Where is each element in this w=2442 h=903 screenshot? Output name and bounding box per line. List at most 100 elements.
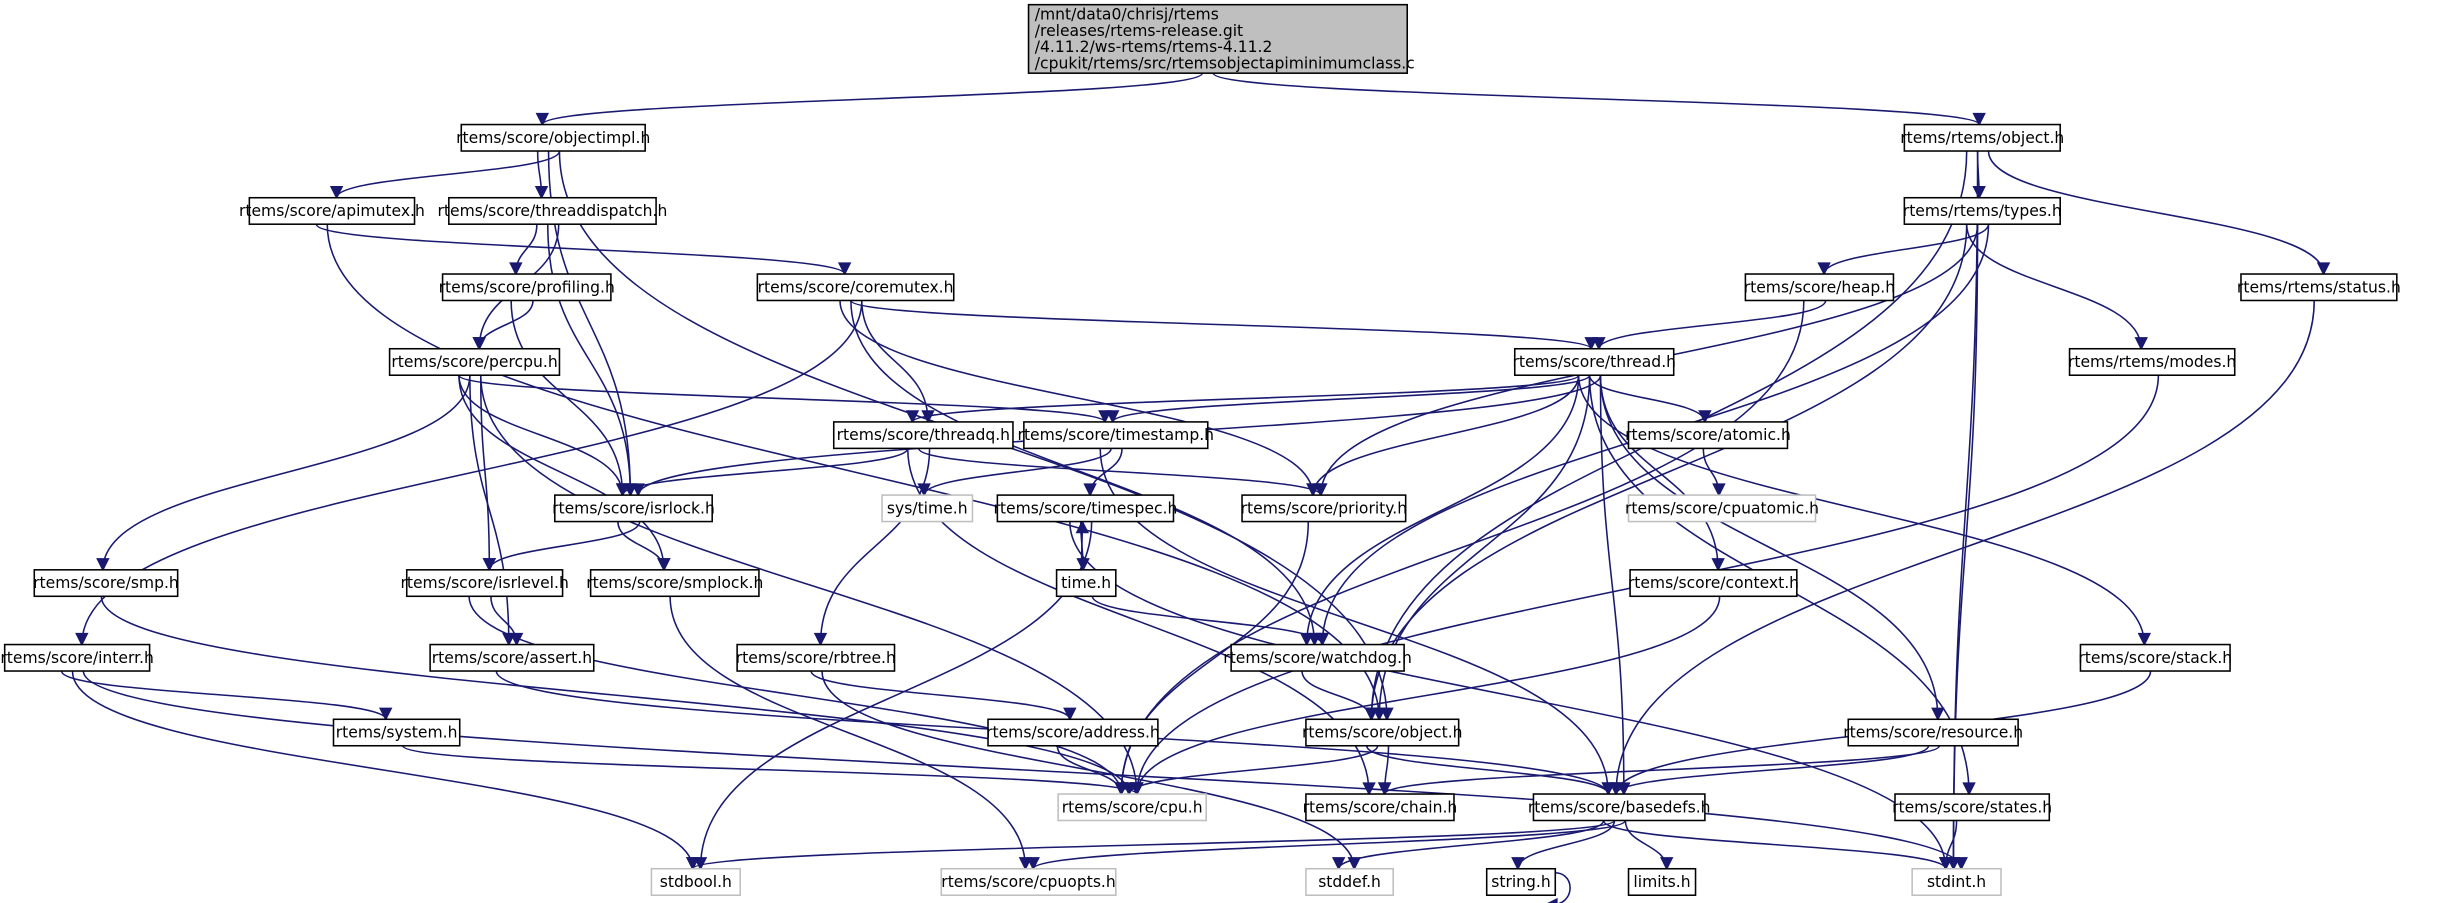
root-source-file-node[interactable]: /mnt/data0/chrisj/rtems/releases/rtems-r… — [1027, 3, 1415, 74]
arrowhead-icon — [1114, 782, 1128, 796]
arrowhead-icon — [329, 186, 344, 200]
node-box — [460, 123, 646, 152]
arrowhead-icon — [1962, 782, 1976, 796]
edge-timestamp-to-timespec — [1083, 448, 1123, 497]
node-box — [1903, 123, 2061, 152]
node-label: rtems/score/object.h — [1302, 724, 1462, 742]
edge-percpu-to-smp — [96, 375, 471, 572]
node-states[interactable]: rtems/score/states.h — [1892, 793, 2052, 822]
edge-resource-to-chain — [1377, 745, 1941, 796]
node-label: rtems/score/apimutex.h — [239, 202, 425, 220]
edge-thread-to-timestamp — [1105, 374, 1591, 424]
node-timestamp[interactable]: rtems/score/timestamp.h — [1018, 421, 1215, 450]
node-rbtree[interactable]: rtems/score/rbtree.h — [736, 643, 896, 672]
node-timespec[interactable]: rtems/score/timespec.h — [994, 494, 1178, 523]
node-threadq[interactable]: rtems/score/threadq.h — [832, 421, 1014, 450]
node-label: rtems/score/percpu.h — [391, 353, 557, 371]
node-limits[interactable]: limits.h — [1627, 867, 1697, 896]
node-stdbool[interactable]: stdbool.h — [650, 867, 742, 896]
edge-objectimpl-to-apimutex — [329, 150, 561, 200]
arrowhead-icon — [1083, 483, 1097, 497]
edge-root-to-rtobject — [1212, 72, 1986, 127]
node-objectimpl[interactable]: rtems/score/objectimpl.h — [456, 123, 650, 152]
node-stdint[interactable]: stdint.h — [1911, 867, 2002, 896]
node-stack[interactable]: rtems/score/stack.h — [2078, 643, 2232, 672]
arrowhead-icon — [1698, 410, 1712, 424]
node-chain[interactable]: rtems/score/chain.h — [1303, 793, 1458, 822]
node-smplock[interactable]: rtems/score/smplock.h — [586, 569, 763, 598]
node-time[interactable]: time.h — [1055, 569, 1117, 598]
node-label: stddef.h — [1318, 873, 1381, 891]
edge-line — [1032, 819, 1627, 870]
node-context[interactable]: rtems/score/context.h — [1628, 569, 1799, 598]
edges-layer — [60, 72, 2331, 903]
edge-heap-to-cpu — [1114, 300, 1805, 796]
edge-line — [1365, 745, 1610, 795]
arrowhead-icon — [905, 410, 920, 424]
node-coremutex[interactable]: rtems/score/coremutex.h — [756, 273, 955, 302]
node-types[interactable]: rtems/rtems/types.h — [1903, 196, 2062, 225]
arrowhead-icon — [837, 262, 852, 276]
node-label: rtems/score/cpuatomic.h — [1625, 499, 1819, 517]
node-label: rtems/score/smp.h — [33, 574, 179, 592]
node-cpuatomic[interactable]: rtems/score/cpuatomic.h — [1625, 494, 1819, 523]
edge-line — [810, 670, 1071, 720]
arrowhead-icon — [2134, 337, 2148, 351]
arrowhead-icon — [1584, 337, 1598, 351]
node-box — [832, 421, 1014, 450]
node-label: rtems/score/cpu.h — [1062, 798, 1203, 816]
node-smp[interactable]: rtems/score/smp.h — [33, 569, 179, 598]
arrowhead-icon — [1547, 897, 1558, 903]
arrowhead-icon — [1931, 707, 1945, 722]
node-priority[interactable]: rtems/score/priority.h — [1241, 494, 1407, 523]
edge-line — [621, 448, 909, 496]
edge-watchdog-to-object — [1301, 670, 1379, 722]
node-basedefs[interactable]: rtems/score/basedefs.h — [1528, 793, 1711, 822]
node-systime[interactable]: sys/time.h — [881, 494, 974, 523]
node-isrlevel[interactable]: rtems/score/isrlevel.h — [400, 569, 569, 598]
node-label: rtems/score/coremutex.h — [758, 278, 954, 296]
node-box — [1057, 793, 1207, 822]
edge-line — [1598, 300, 1827, 350]
node-thread[interactable]: rtems/score/thread.h — [1512, 347, 1676, 376]
node-label: rtems/score/cpuopts.h — [941, 873, 1115, 891]
node-assert[interactable]: rtems/score/assert.h — [429, 643, 595, 672]
node-watchdog[interactable]: rtems/score/watchdog.h — [1223, 643, 1412, 672]
node-system[interactable]: rtems/system.h — [332, 718, 461, 747]
node-atomic[interactable]: rtems/score/atomic.h — [1625, 421, 1791, 450]
node-cpu[interactable]: rtems/score/cpu.h — [1057, 793, 1207, 822]
edge-smplock-to-cpuopts — [669, 596, 1033, 871]
node-box — [2240, 273, 2398, 302]
node-threaddispatch[interactable]: rtems/score/threaddispatch.h — [438, 196, 668, 225]
node-address[interactable]: rtems/score/address.h — [986, 718, 1160, 747]
arrowhead-icon — [1659, 857, 1674, 871]
node-box — [650, 867, 742, 896]
node-box — [332, 718, 461, 747]
node-rtobject[interactable]: rtems/rtems/object.h — [1900, 123, 2064, 152]
node-percpu[interactable]: rtems/score/percpu.h — [388, 347, 561, 376]
node-label: rtems/score/priority.h — [1241, 499, 1407, 517]
node-resource[interactable]: rtems/score/resource.h — [1843, 718, 2023, 747]
edge-interr-to-system — [60, 670, 393, 722]
node-isrlock[interactable]: rtems/score/isrlock.h — [552, 494, 715, 523]
node-stddef[interactable]: stddef.h — [1305, 867, 1394, 896]
node-label: rtems/score/threadq.h — [837, 426, 1010, 444]
arrowhead-icon — [1364, 707, 1379, 722]
edge-types-to-heap — [1817, 223, 1990, 276]
node-cpuopts[interactable]: rtems/score/cpuopts.h — [940, 867, 1117, 896]
arrowhead-icon — [1711, 558, 1725, 572]
node-status[interactable]: rtems/rtems/status.h — [2237, 273, 2401, 302]
edge-line — [402, 745, 1138, 795]
node-string[interactable]: string.h — [1485, 867, 1557, 896]
arrowhead-icon — [1315, 632, 1330, 647]
node-object[interactable]: rtems/score/object.h — [1302, 718, 1463, 747]
node-modes[interactable]: rtems/rtems/modes.h — [2068, 347, 2236, 376]
node-apimutex[interactable]: rtems/score/apimutex.h — [239, 196, 425, 225]
node-box — [1055, 569, 1117, 598]
edge-line — [1599, 375, 1625, 795]
edge-address-to-cpu — [1056, 745, 1128, 796]
node-profiling[interactable]: rtems/score/profiling.h — [439, 273, 615, 302]
node-interr[interactable]: rtems/score/interr.h — [0, 643, 154, 672]
arrowhead-icon — [1314, 483, 1328, 497]
node-heap[interactable]: rtems/score/heap.h — [1744, 273, 1895, 302]
